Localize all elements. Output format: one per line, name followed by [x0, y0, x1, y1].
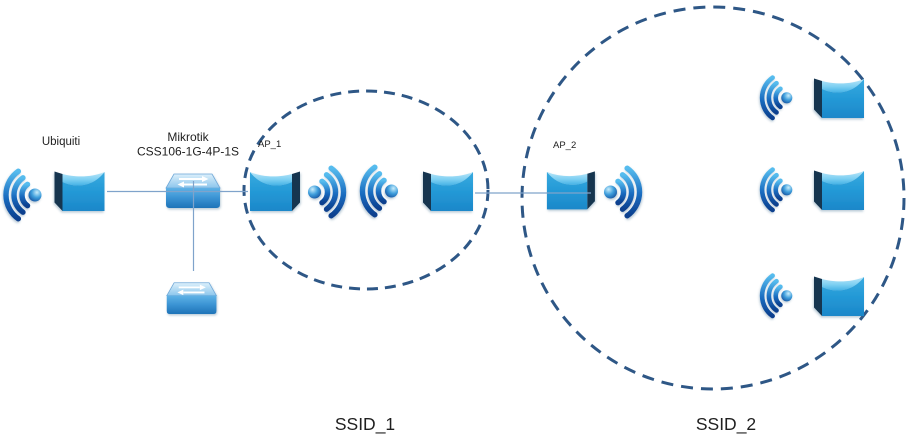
ssid2-label: SSID_2 [696, 414, 756, 435]
access-point-icon [814, 276, 864, 316]
access-point-icon [250, 171, 300, 211]
access-point-icon [423, 171, 473, 211]
wifi-waves-icon [362, 167, 398, 215]
ap1-label: AP_1 [258, 139, 281, 150]
wifi-waves-icon [762, 78, 792, 118]
mikrotik-label-line2: CSS106-1G-4P-1S [137, 145, 239, 159]
ssid1-peer-access-point-node [362, 167, 473, 215]
ssid2-client-access-point-middle [762, 170, 864, 210]
wifi-waves-icon [604, 168, 640, 216]
ap1-access-point-node [250, 168, 344, 216]
ubiquiti-access-point-node [6, 171, 105, 219]
access-point-icon [54, 171, 105, 211]
wifi-waves-icon [762, 170, 792, 210]
mikrotik-label-line1: Mikrotik [167, 130, 209, 144]
ubiquiti-label: Ubiquiti [42, 136, 80, 148]
secondary-switch-node [165, 281, 218, 315]
ssid1-label: SSID_1 [335, 414, 395, 435]
wifi-waves-icon [762, 276, 792, 316]
ssid2-client-access-point-top [762, 78, 864, 118]
access-point-icon [546, 171, 595, 210]
access-point-icon [814, 78, 864, 118]
switch-icon [165, 281, 218, 315]
ssid2-zone-boundary [520, 5, 906, 391]
access-point-icon [814, 170, 864, 210]
wifi-waves-icon [308, 168, 344, 216]
wifi-waves-icon [6, 171, 42, 219]
ssid1-zone-boundary [242, 89, 490, 291]
ap2-label: AP_2 [553, 140, 576, 151]
ssid2-client-access-point-bottom [762, 276, 864, 316]
ap2-access-point-node [546, 168, 640, 216]
